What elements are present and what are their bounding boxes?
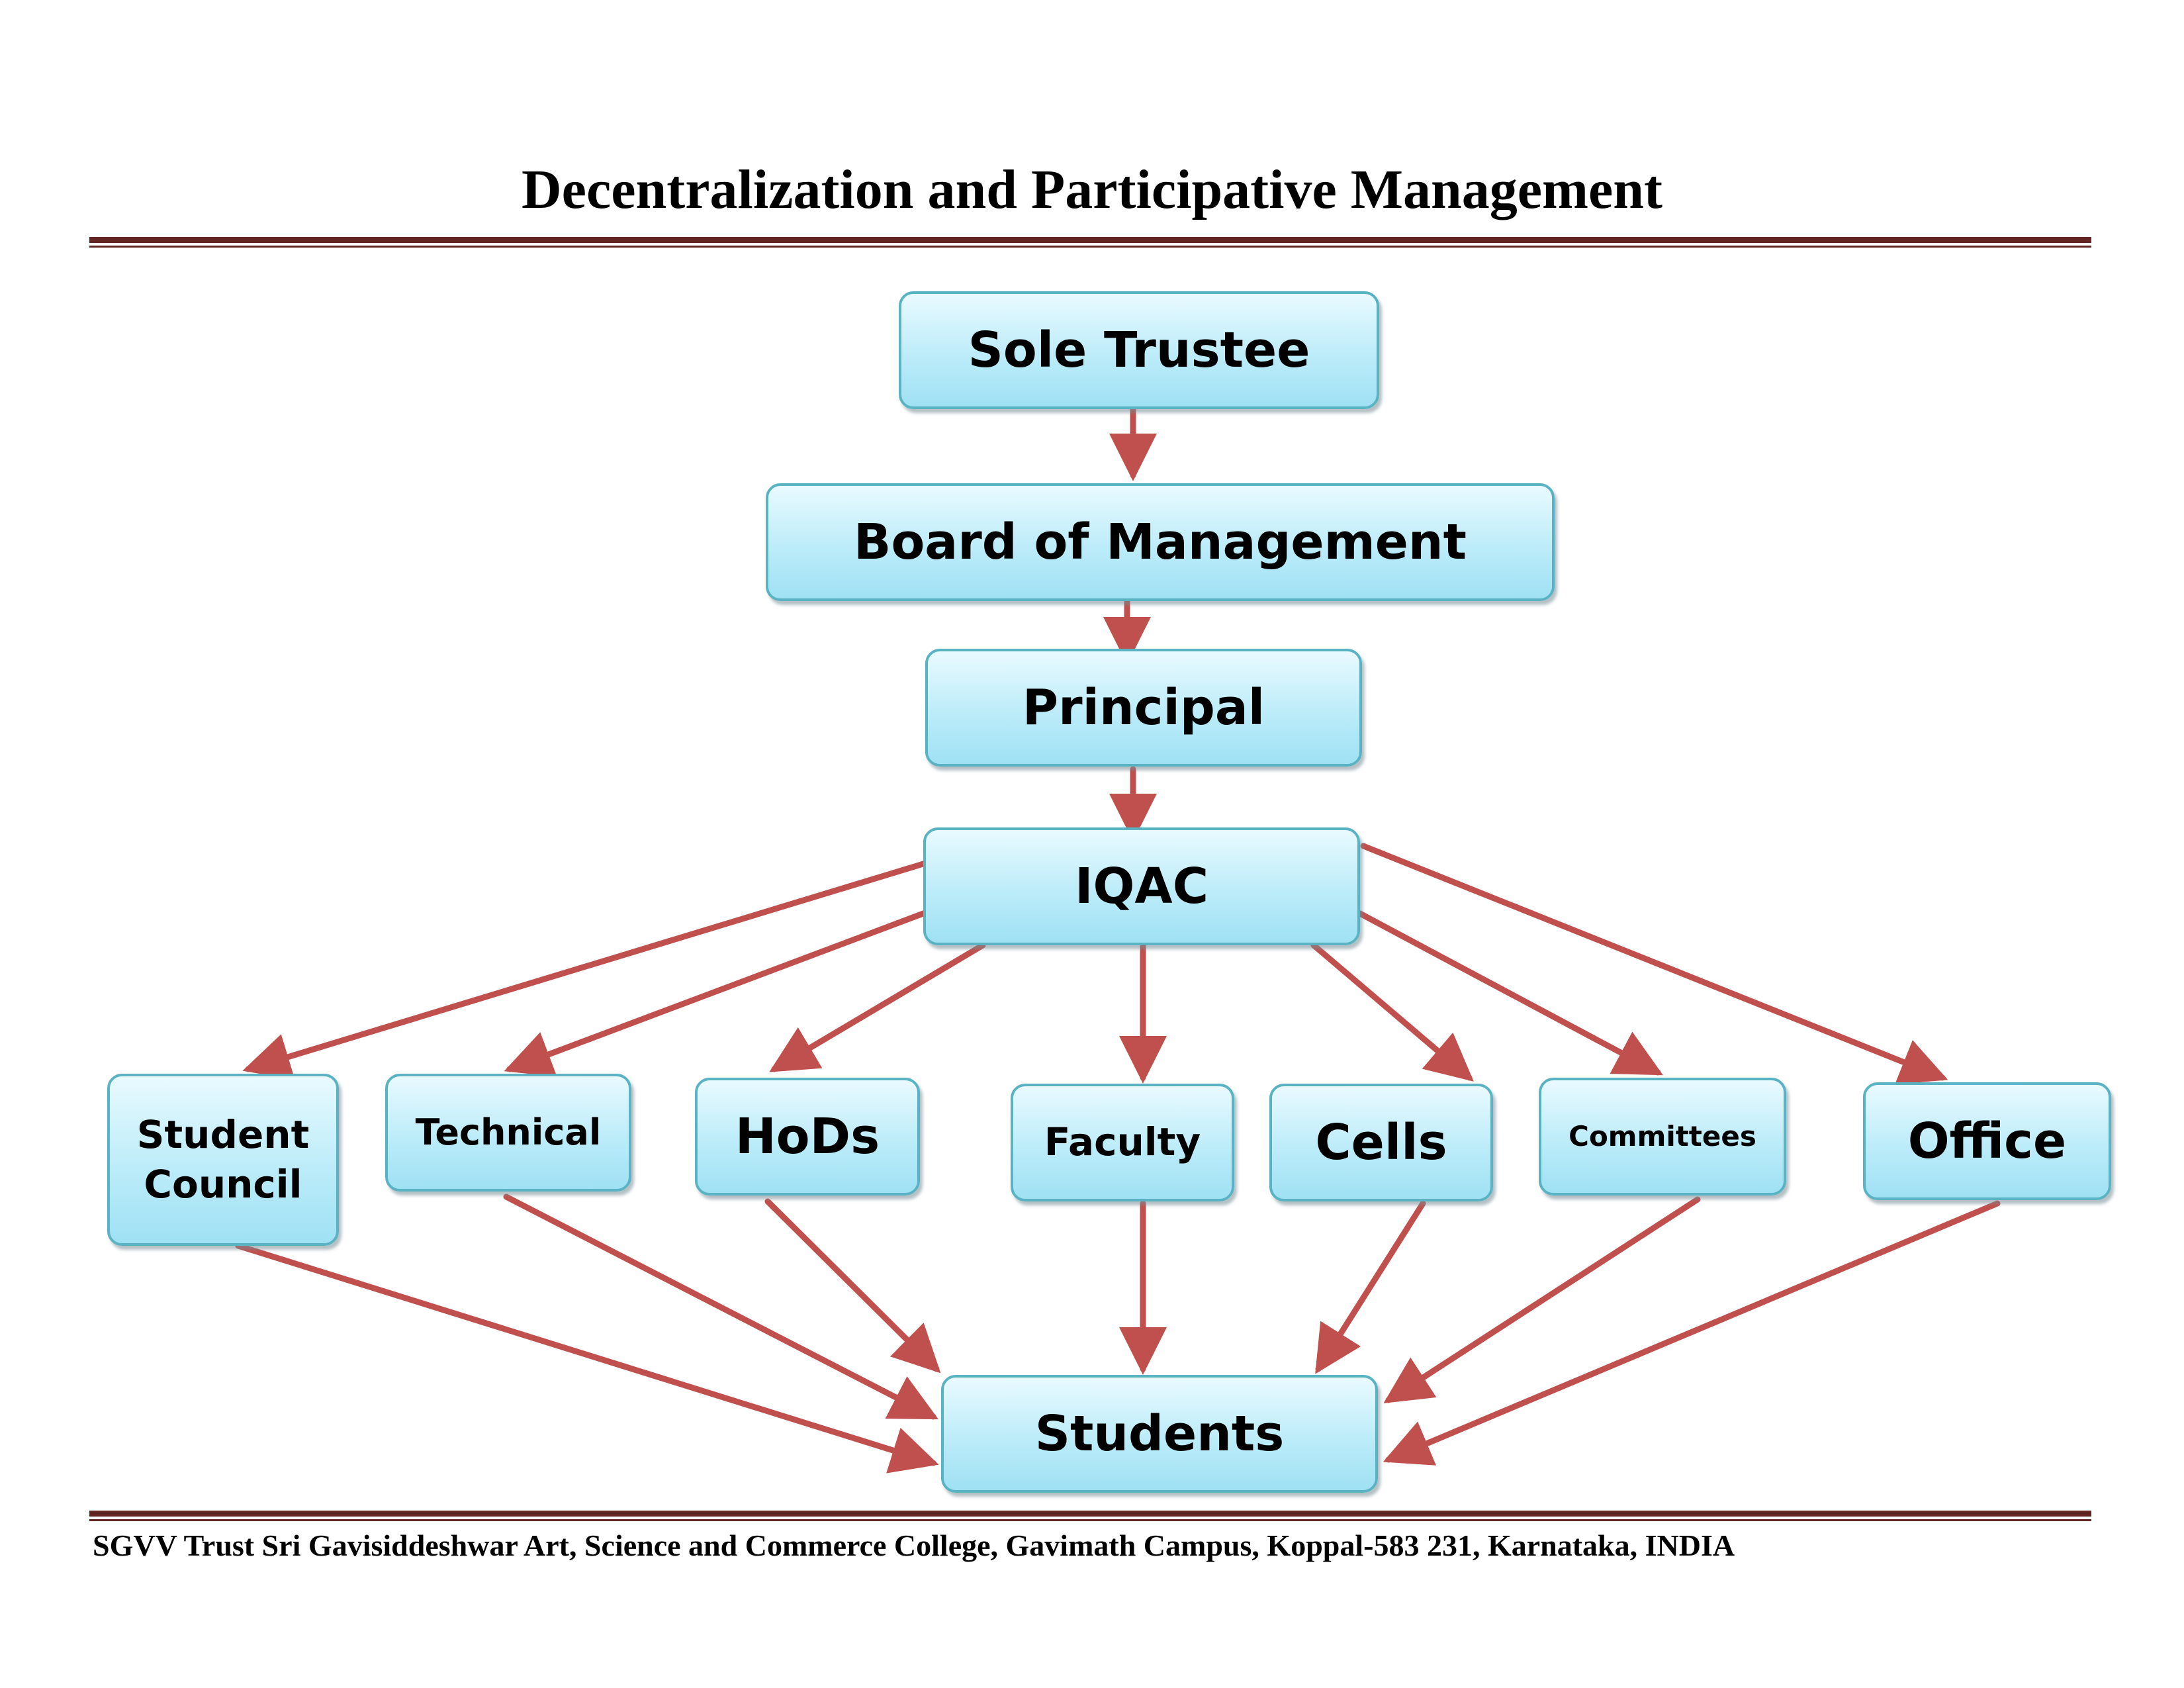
node-board-of-management: Board of Management [766,483,1555,601]
bottom-divider [89,1511,2091,1521]
page-title: Decentralization and Participative Manag… [522,159,1662,220]
arrow-hods-to-students [764,1198,941,1374]
node-technical: Technical [385,1074,631,1192]
node-students: Students [941,1375,1378,1493]
node-cells: Cells [1269,1084,1493,1201]
node-committees: Committees [1539,1078,1786,1196]
node-hods: HoDs [695,1078,920,1196]
node-office: Office [1863,1082,2111,1200]
arrow-iqac-to-cells [1310,942,1474,1082]
node-student-council: Student Council [107,1074,339,1246]
arrow-technical-to-students [503,1194,939,1420]
top-divider [89,237,2091,248]
arrow-committees-to-students [1383,1196,1701,1403]
arrow-iqac-to-office [1360,843,1948,1085]
node-iqac: IQAC [923,827,1360,945]
node-sole-trustee: Sole Trustee [899,291,1379,409]
arrow-cells-to-students [1315,1200,1426,1374]
arrow-iqac-to-student-council [242,861,927,1080]
arrow-office-to-students [1383,1200,2001,1466]
arrow-student-council-to-students [235,1243,939,1474]
footer-address: SGVV Trust Sri Gavisiddeshwar Art, Scien… [93,1528,1735,1562]
arrow-iqac-to-technical [504,910,927,1077]
arrow-iqac-to-committees [1357,910,1663,1076]
node-faculty: Faculty [1011,1084,1234,1201]
arrow-iqac-to-hods [769,942,986,1072]
node-principal: Principal [925,649,1362,767]
